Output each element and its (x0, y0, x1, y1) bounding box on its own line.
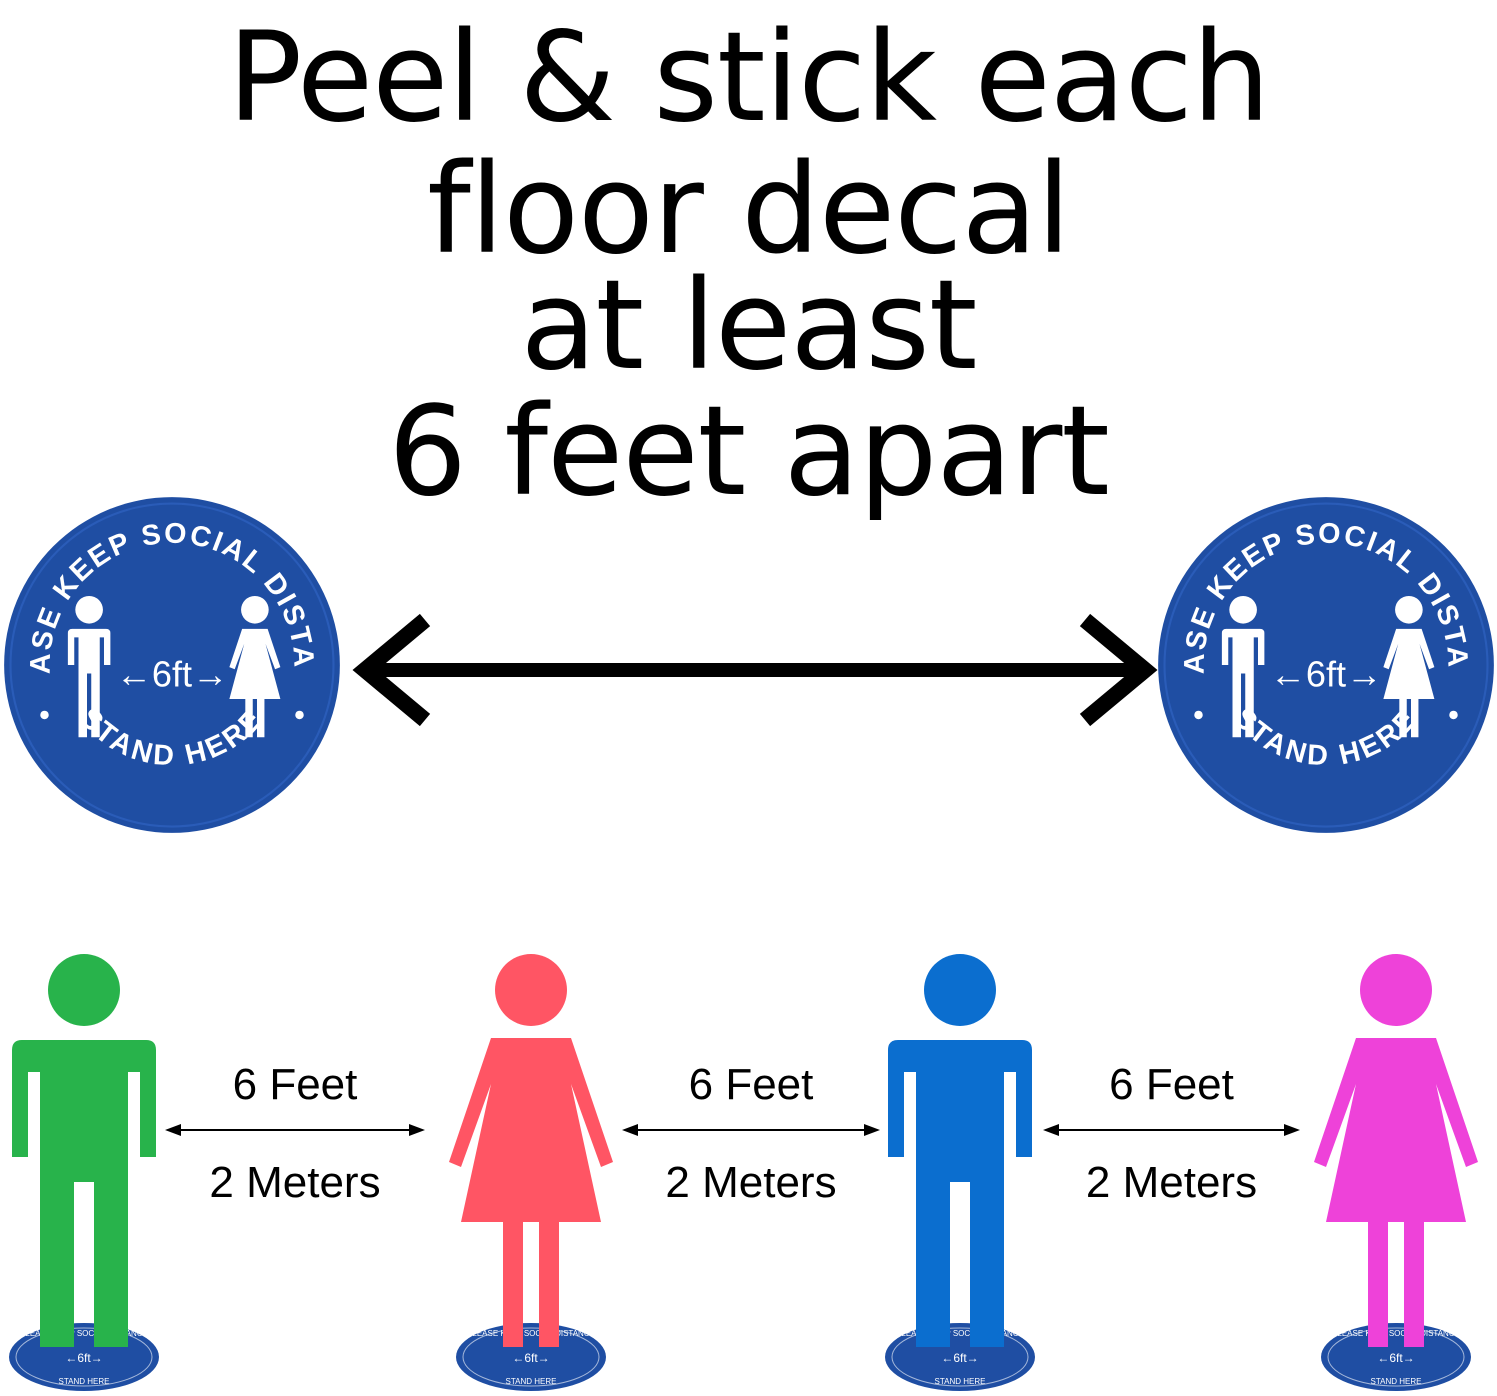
distance-meters-label: 2 Meters (665, 1158, 837, 1207)
headline-line-2: floor decal (427, 138, 1071, 282)
small-floor-decal: ←6ft→ PLEASE KEEP SOCIAL DISTANCE STAND … (885, 1323, 1035, 1391)
man-icon (888, 954, 1032, 1347)
distance-meters-label: 2 Meters (1085, 1158, 1258, 1207)
small-floor-decal: ←6ft→ PLEASE KEEP SOCIAL DISTANCE STAND … (456, 1323, 606, 1391)
small-decal-top-text: PLEASE KEEP SOCIAL DISTANCE (467, 1329, 595, 1338)
decal-distance-label: ←6ft→ (116, 653, 228, 694)
woman-icon (1314, 954, 1478, 1347)
small-decal-top-text: PLEASE KEEP SOCIAL DISTANCE (1332, 1329, 1460, 1338)
distance-arrow-icon (165, 1124, 425, 1136)
person-3: ←6ft→ PLEASE KEEP SOCIAL DISTANCE STAND … (885, 954, 1035, 1391)
distance-arrow-icon (1043, 1124, 1300, 1136)
decal-distance-label: ←6ft→ (1270, 653, 1382, 694)
distance-feet-label: 6 Feet (688, 1060, 814, 1109)
small-decal-bottom-text: STAND HERE (935, 1377, 986, 1386)
woman-icon (449, 954, 613, 1347)
small-decal-top-text: PLEASE KEEP SOCIAL DISTANCE (20, 1329, 148, 1338)
small-floor-decal: ←6ft→ PLEASE KEEP SOCIAL DISTANCE STAND … (1321, 1323, 1471, 1391)
small-decal-bottom-text: STAND HERE (1371, 1377, 1422, 1386)
small-decal-label: ←6ft→ (512, 1351, 549, 1365)
headline-line-4: 6 feet apart (388, 380, 1110, 524)
distance-meters-label: 2 Meters (209, 1158, 381, 1207)
headline-line-1: Peel & stick each (227, 6, 1270, 150)
small-decal-label: ←6ft→ (941, 1351, 978, 1365)
person-4: ←6ft→ PLEASE KEEP SOCIAL DISTANCE STAND … (1314, 954, 1478, 1391)
small-decal-bottom-text: STAND HERE (506, 1377, 557, 1386)
distance-arrow-icon (622, 1124, 880, 1136)
small-decal-label: ←6ft→ (1377, 1351, 1414, 1365)
small-decal-top-text: PLEASE KEEP SOCIAL DISTANCE (896, 1329, 1024, 1338)
small-decal-bottom-text: STAND HERE (59, 1377, 110, 1386)
small-floor-decal: ←6ft→ PLEASE KEEP SOCIAL DISTANCE STAND … (9, 1323, 159, 1391)
distance-feet-label: 6 Feet (232, 1060, 358, 1109)
floor-decal-right: PLEASE KEEP SOCIAL DISTANCE STAND HERE ←… (1145, 470, 1494, 833)
floor-decal-left: PLEASE KEEP SOCIAL DISTANCE STAND HERE ←… (0, 470, 340, 833)
person-2: ←6ft→ PLEASE KEEP SOCIAL DISTANCE STAND … (449, 954, 613, 1391)
headline-line-3: at least (520, 254, 978, 398)
person-1: ←6ft→ PLEASE KEEP SOCIAL DISTANCE STAND … (9, 954, 159, 1391)
distance-feet-label: 6 Feet (1109, 1060, 1234, 1109)
double-arrow-icon (352, 613, 1158, 727)
decal-circle (4, 497, 340, 833)
man-icon (12, 954, 156, 1347)
small-decal-label: ←6ft→ (65, 1351, 102, 1365)
